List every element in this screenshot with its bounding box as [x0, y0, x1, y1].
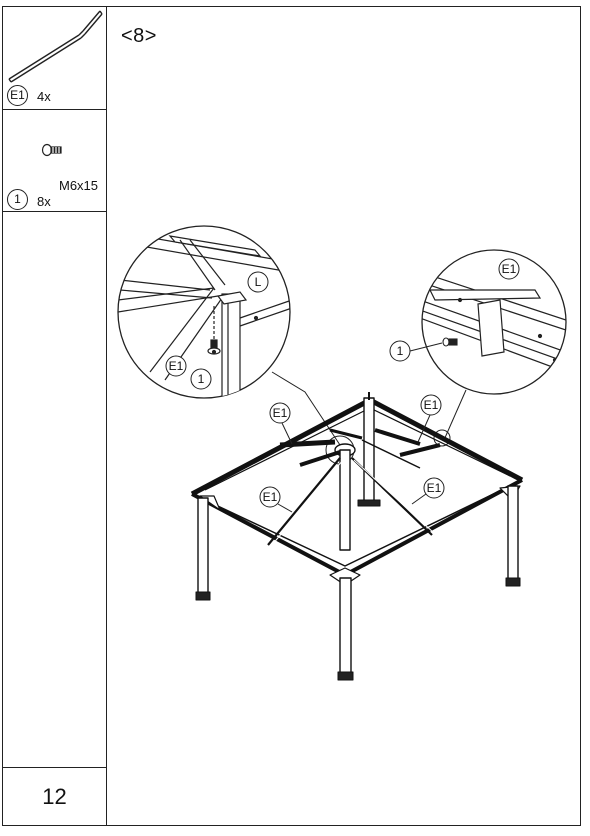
callout-right-e1: E1 — [498, 258, 520, 280]
callout-main-e1-lower-right: E1 — [411, 477, 445, 505]
parts-sidebar: E1 4x 1 8x M6x15 12 — [3, 7, 107, 825]
svg-text:E1: E1 — [169, 359, 184, 373]
callout-labels: E1 1 L E1 1 E1 E1 — [165, 258, 520, 513]
step-label: <8> — [121, 25, 157, 47]
bolt-icon — [41, 143, 62, 157]
pole-icon — [8, 10, 103, 83]
svg-text:E1: E1 — [427, 481, 442, 495]
part-qty-bolt: 8x — [37, 194, 51, 209]
part-qty-e1: 4x — [37, 89, 51, 104]
svg-text:E1: E1 — [502, 262, 517, 276]
callout-main-e1-top-left: E1 — [269, 402, 293, 445]
part-cell-bolt: 1 8x M6x15 — [3, 110, 106, 212]
callout-left-bolt: 1 — [190, 368, 212, 390]
callout-main-e1-lower-left: E1 — [259, 486, 293, 513]
callout-main-e1-top-right: E1 — [417, 394, 442, 443]
callout-left-e1: E1 — [165, 355, 187, 377]
part-cell-e1: E1 4x — [3, 7, 106, 110]
callout-left-connector: L — [247, 271, 269, 293]
svg-text:E1: E1 — [424, 398, 439, 412]
page-number: 12 — [42, 784, 67, 809]
page-frame: E1 4x 1 8x M6x15 12 <8> — [2, 6, 581, 826]
part-id-bolt: 1 — [7, 189, 28, 210]
callout-right-bolt: 1 — [389, 340, 443, 362]
svg-text:E1: E1 — [273, 406, 288, 420]
svg-text:E1: E1 — [263, 490, 278, 504]
part-id-e1: E1 — [7, 85, 28, 106]
gazebo-frame — [190, 392, 524, 681]
bolt-spec: M6x15 — [59, 178, 99, 193]
page-number-cell: 12 — [3, 767, 106, 825]
svg-text:1: 1 — [397, 344, 404, 358]
right-detail-view — [421, 249, 567, 395]
svg-text:1: 1 — [198, 372, 205, 386]
svg-text:L: L — [255, 275, 262, 289]
